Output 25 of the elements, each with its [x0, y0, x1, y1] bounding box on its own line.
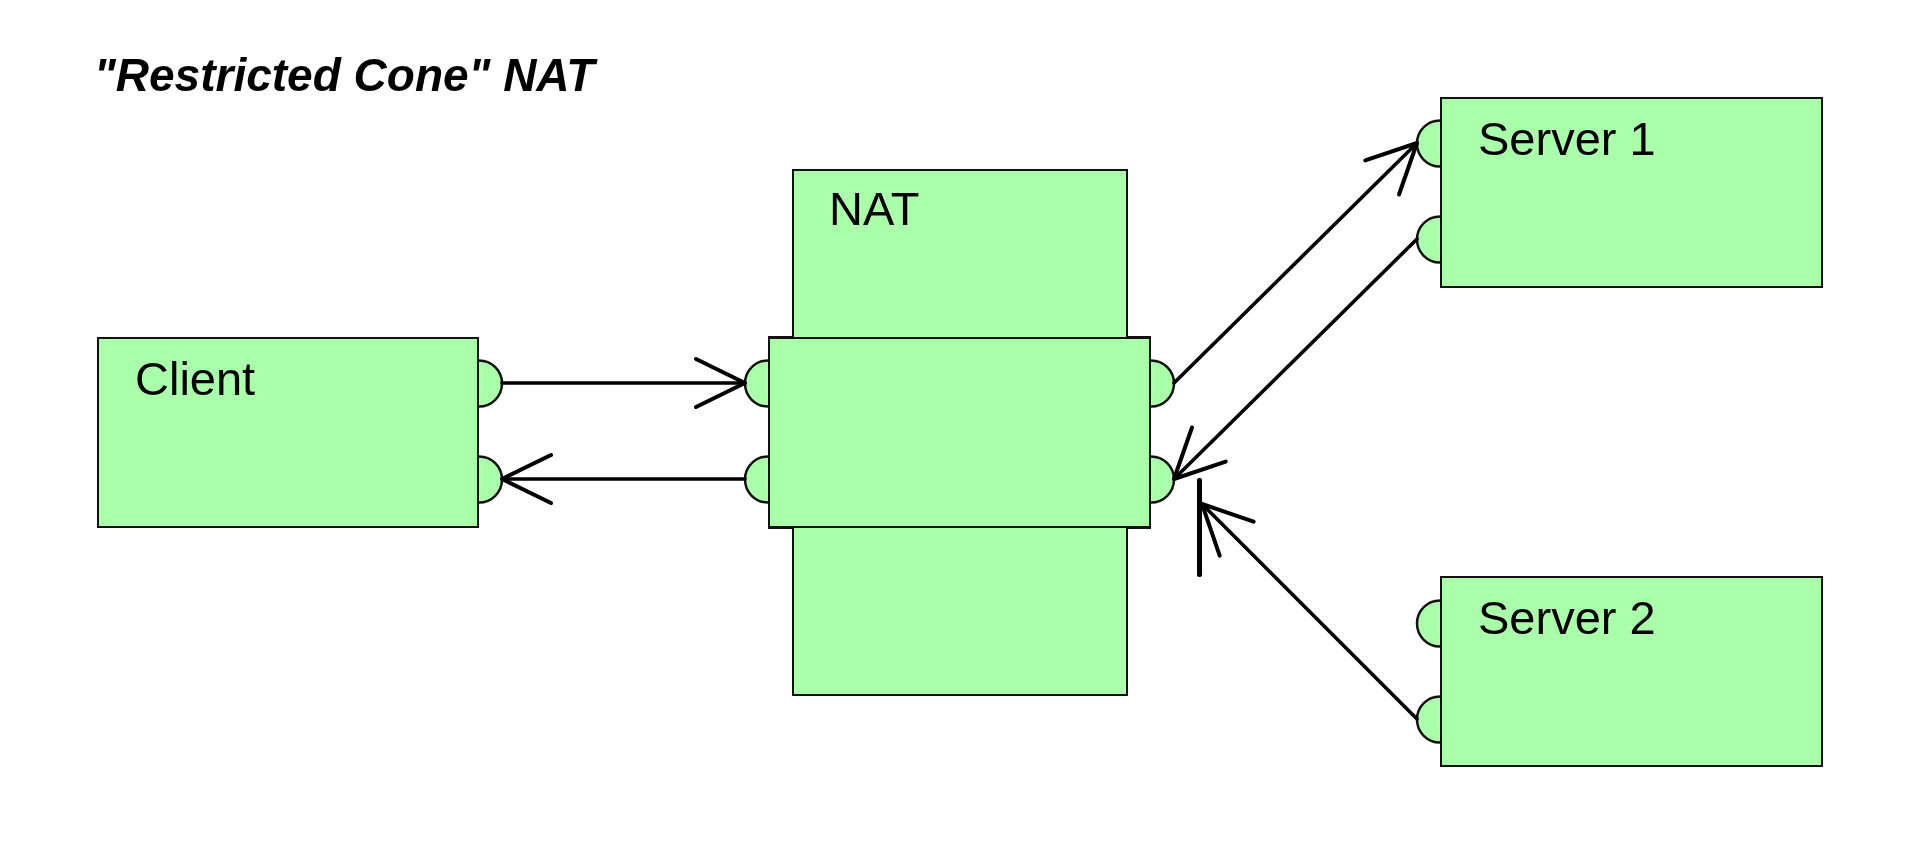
- device-box: [97, 337, 479, 528]
- connection-port: [1415, 598, 1440, 648]
- node-label: Server 2: [1478, 594, 1656, 641]
- arrow: [500, 357, 747, 409]
- node-label: NAT: [829, 185, 920, 232]
- device-box: [1440, 576, 1823, 767]
- nat-box: [768, 169, 1151, 696]
- connection-port: [1151, 454, 1176, 504]
- node-label: Client: [135, 355, 256, 402]
- arrow: [1200, 502, 1419, 721]
- connection-port: [743, 454, 768, 504]
- barrier-bar: [1197, 478, 1202, 577]
- connection-port: [479, 454, 504, 504]
- connection-port: [1415, 118, 1440, 168]
- arrow: [1172, 237, 1419, 481]
- arrow: [1172, 141, 1419, 385]
- connection-port: [1415, 214, 1440, 264]
- node-label: Server 1: [1478, 115, 1656, 162]
- nat-interface-box: [768, 337, 1151, 528]
- connection-port: [479, 358, 504, 408]
- device-box: [1440, 97, 1823, 288]
- arrow: [500, 453, 747, 505]
- connection-port: [743, 358, 768, 408]
- connection-port: [1415, 694, 1440, 744]
- connection-port: [1151, 358, 1176, 408]
